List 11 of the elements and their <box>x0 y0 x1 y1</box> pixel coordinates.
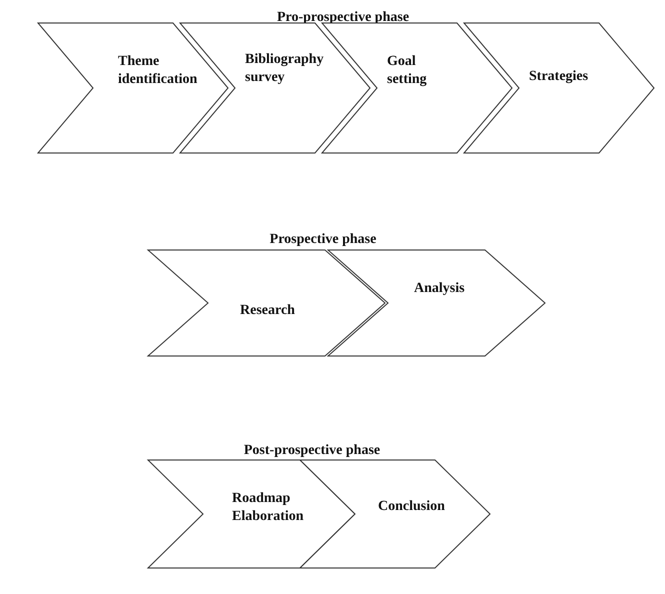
step-label: Research <box>240 302 296 320</box>
step-label: Conclusion <box>378 498 446 516</box>
step-label: Goal setting <box>387 53 428 88</box>
step-label: Strategies <box>529 68 590 86</box>
phase-heading: Pro-prospective phase <box>276 10 410 26</box>
phase-heading: Post-prospective phase <box>244 443 380 459</box>
step-label: Bibliography survey <box>245 51 325 86</box>
step-label: Theme identification <box>118 53 198 88</box>
step-label: Roadmap Elaboration <box>232 490 305 525</box>
phase-heading: Prospective phase <box>270 232 376 248</box>
step-label: Analysis <box>414 280 466 298</box>
